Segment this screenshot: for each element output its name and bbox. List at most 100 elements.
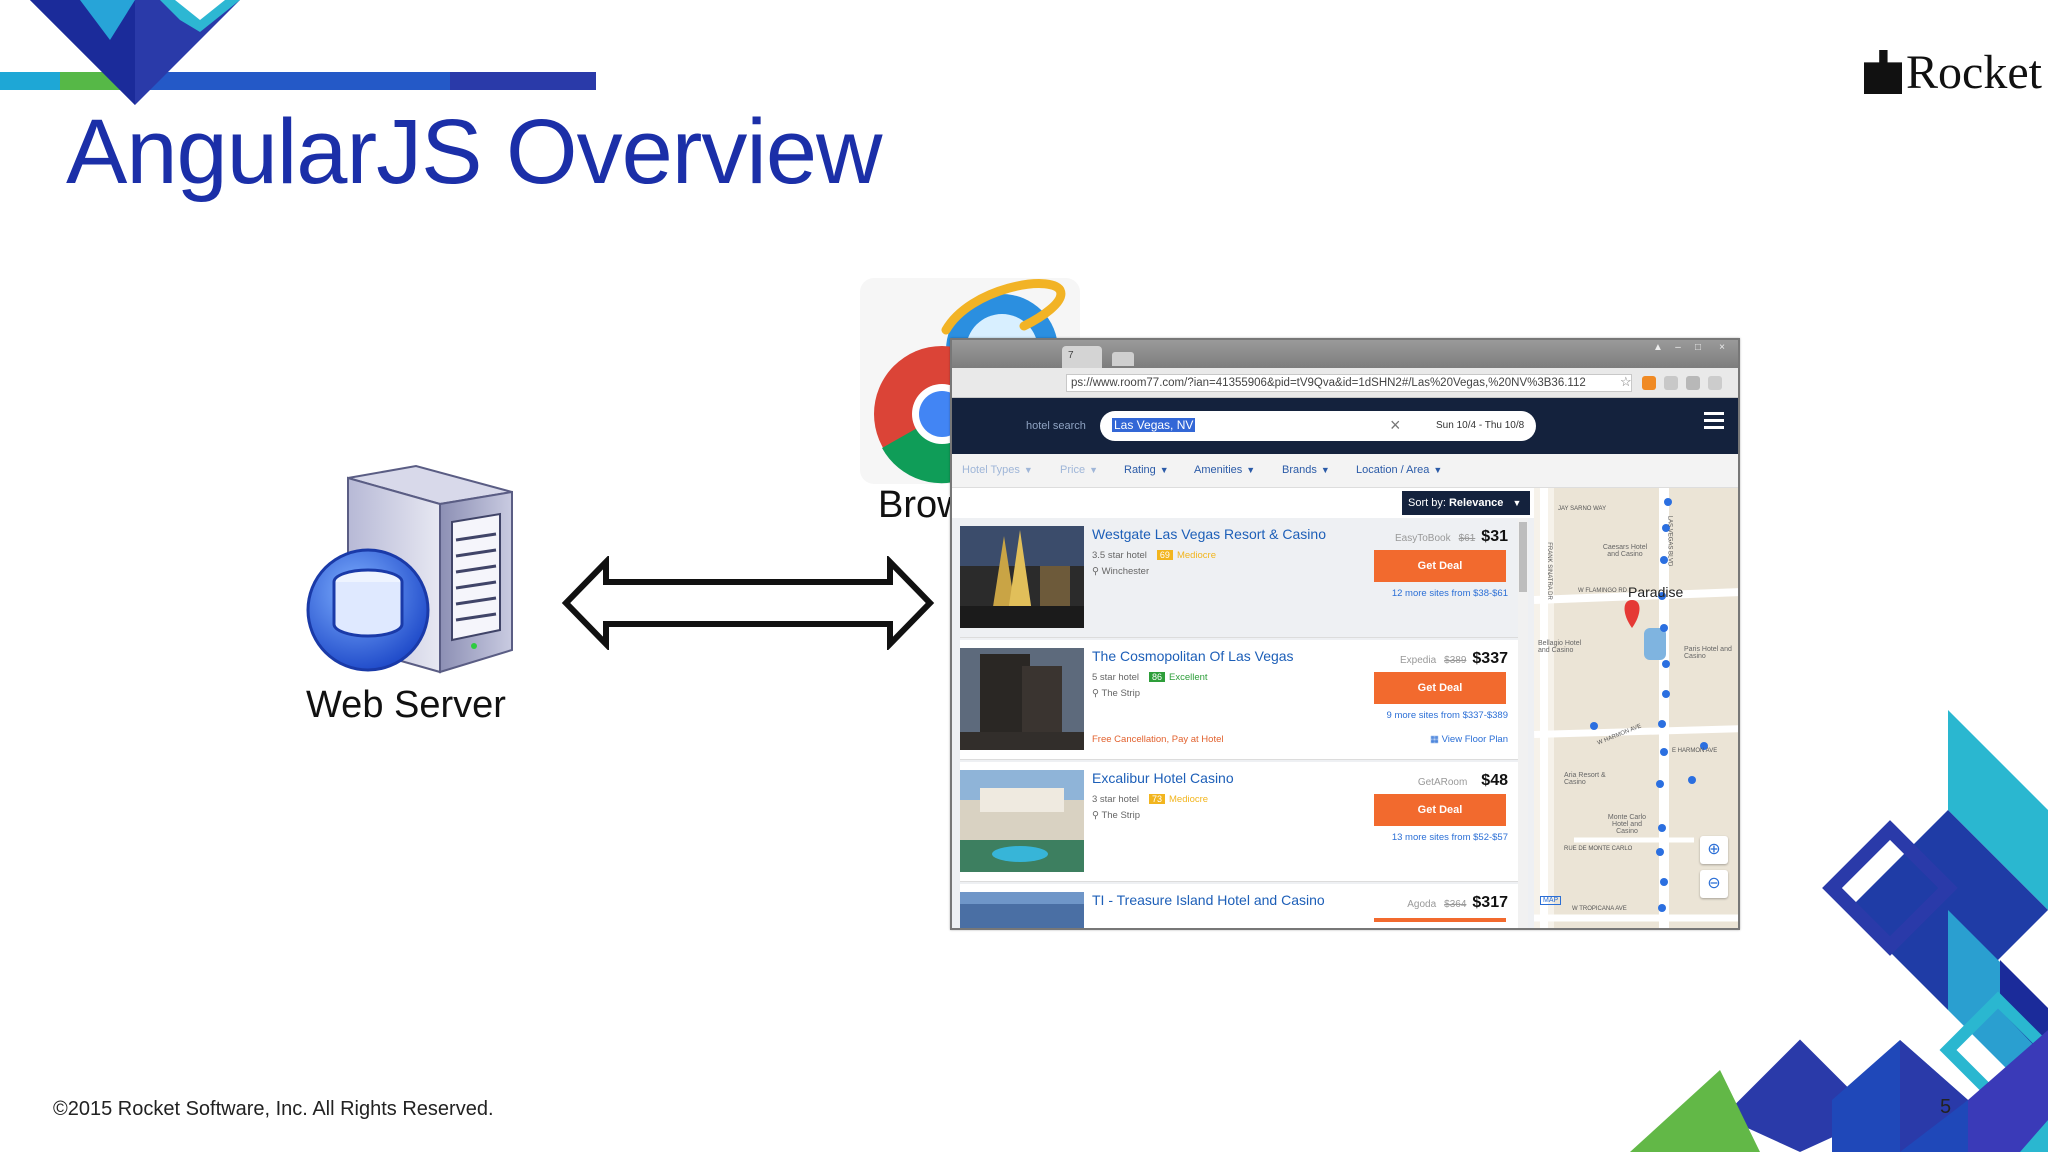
hotel-row[interactable]: TI - Treasure Island Hotel and Casino Ag…: [960, 884, 1518, 928]
bookmark-star-icon[interactable]: ☆: [1620, 374, 1632, 389]
zoom-out-button[interactable]: ⊖: [1700, 870, 1728, 898]
map-type-button[interactable]: MAP: [1540, 896, 1562, 905]
hotel-photo: [960, 648, 1084, 750]
search-box[interactable]: Las Vegas, NV × Sun 10/4 - Thu 10/8: [1100, 411, 1536, 441]
double-arrow-icon: [561, 556, 935, 650]
zoom-in-button[interactable]: ⊕: [1700, 836, 1728, 864]
map-label: Paris Hotel and Casino: [1684, 646, 1732, 660]
new-tab-button[interactable]: [1112, 352, 1134, 366]
map-label: E HARMON AVE: [1672, 748, 1718, 754]
menu-icon[interactable]: [1708, 376, 1722, 390]
floor-plan-icon: ▦: [1430, 734, 1442, 745]
hotel-photo: [960, 892, 1084, 928]
browser-tabstrip: 7 ▲ – □ ×: [952, 340, 1738, 368]
get-deal-button[interactable]: Get Deal: [1374, 672, 1506, 704]
hotel-location: ⚲ Winchester: [1092, 566, 1150, 577]
filter-bar: Hotel Types▼ Price▼ Rating▼ Amenities▼ B…: [952, 454, 1738, 488]
map-label: W TROPICANA AVE: [1572, 906, 1627, 912]
more-sites-link[interactable]: 12 more sites from $38-$61: [1391, 588, 1508, 599]
search-dates[interactable]: Sun 10/4 - Thu 10/8: [1436, 420, 1525, 431]
more-sites-link[interactable]: 13 more sites from $52-$57: [1391, 832, 1508, 843]
filter-amenities[interactable]: Amenities▼: [1194, 464, 1256, 476]
hotel-name[interactable]: The Cosmopolitan Of Las Vegas: [1092, 648, 1294, 664]
rating-badge: 69: [1156, 550, 1173, 560]
chevron-down-icon: ▼: [1320, 465, 1330, 475]
list-scrollbar[interactable]: [1518, 518, 1528, 928]
scroll-thumb[interactable]: [1519, 522, 1527, 592]
hotel-row[interactable]: Westgate Las Vegas Resort & Casino 3.5 s…: [960, 518, 1518, 638]
rating-label: Mediocre: [1169, 794, 1209, 805]
rating-badge: 86: [1149, 672, 1166, 682]
hotel-name[interactable]: Westgate Las Vegas Resort & Casino: [1092, 526, 1326, 542]
chevron-down-icon: ▼: [1089, 465, 1098, 475]
rocket-logo-icon: [1864, 50, 1902, 94]
extension-icon[interactable]: [1664, 376, 1678, 390]
rating-badge: 73: [1149, 794, 1166, 804]
get-deal-button[interactable]: Get Deal: [1374, 794, 1506, 826]
window-close-button[interactable]: ×: [1719, 342, 1725, 353]
get-deal-button[interactable]: [1374, 918, 1506, 922]
filter-location[interactable]: Location / Area▼: [1356, 464, 1443, 476]
map-label: JAY SARNO WAY: [1558, 506, 1607, 512]
map-label: LAS VEGAS BLVD: [1666, 515, 1673, 567]
filter-price[interactable]: Price▼: [1060, 464, 1098, 476]
pin-icon: ⚲: [1092, 688, 1102, 699]
chevron-down-icon: ▼: [1246, 465, 1256, 475]
hotel-price: Expedia$389$337: [1400, 650, 1508, 667]
map-label: FRANK SINATRA DR: [1545, 542, 1552, 600]
search-input[interactable]: Las Vegas, NV: [1112, 418, 1196, 432]
address-bar: ps://www.room77.com/?ian=41355906&pid=tV…: [952, 368, 1738, 398]
more-sites-link[interactable]: 9 more sites from $337-$389: [1386, 710, 1508, 721]
hotel-price: GetARoom$48: [1417, 772, 1508, 789]
window-user-icon[interactable]: ▲: [1653, 342, 1663, 353]
zoom-in-icon: ⊕: [1707, 841, 1721, 858]
bottom-right-decoration: [1630, 710, 2048, 1152]
hotel-photo: [960, 770, 1084, 872]
hotel-location: ⚲ The Strip: [1092, 688, 1140, 699]
filter-rating[interactable]: Rating▼: [1124, 464, 1169, 476]
sort-dropdown[interactable]: Sort by: Relevance ▼: [1402, 491, 1530, 515]
rocket-logo-text: Rocket: [1906, 45, 2042, 99]
hotel-row[interactable]: The Cosmopolitan Of Las Vegas 5 star hot…: [960, 640, 1518, 760]
map-label: W FLAMINGO RD: [1578, 588, 1627, 594]
map-label: Aria Resort & Casino: [1564, 772, 1606, 786]
url-field[interactable]: ps://www.room77.com/?ian=41355906&pid=tV…: [1066, 374, 1632, 392]
hotel-name[interactable]: TI - Treasure Island Hotel and Casino: [1092, 892, 1325, 908]
map-label: Monte Carlo Hotel and Casino: [1607, 814, 1647, 835]
map-panel[interactable]: Paradise JAY SARNO WAY Caesars Hotel and…: [1534, 488, 1738, 928]
rating-label: Excellent: [1169, 672, 1208, 683]
site-header: hotel search Las Vegas, NV × Sun 10/4 - …: [952, 398, 1738, 454]
rating-label: Mediocre: [1176, 550, 1217, 561]
rocket-logo: Rocket: [1864, 44, 2042, 100]
filter-brands[interactable]: Brands▼: [1282, 464, 1330, 476]
site-label: hotel search: [1026, 420, 1086, 432]
get-deal-button[interactable]: Get Deal: [1374, 550, 1506, 582]
hotel-photo: [960, 526, 1084, 628]
pin-icon: ⚲: [1092, 810, 1102, 821]
pin-icon: ⚲: [1092, 566, 1102, 577]
rss-extension-icon[interactable]: [1642, 376, 1656, 390]
chevron-down-icon: ▼: [1433, 465, 1443, 475]
web-server-icon: [306, 464, 513, 674]
hotel-price: EasyToBook$61$31: [1395, 528, 1508, 545]
sort-bar: Sort by: Relevance ▼: [952, 488, 1534, 518]
filter-hotel-types[interactable]: Hotel Types▼: [962, 464, 1033, 476]
hamburger-menu-icon[interactable]: [1704, 412, 1724, 430]
chevron-down-icon: ▼: [1023, 465, 1033, 475]
browser-tab[interactable]: 7: [1062, 346, 1102, 368]
page-number: 5: [1940, 1096, 1952, 1118]
view-floor-plan-link[interactable]: ▦ View Floor Plan: [1430, 734, 1508, 745]
extension-icon-2[interactable]: [1686, 376, 1700, 390]
window-maximize-button[interactable]: □: [1694, 342, 1702, 353]
browser-window: 7 ▲ – □ × ps://www.room77.com/?ian=41355…: [950, 338, 1740, 930]
window-minimize-button[interactable]: –: [1675, 342, 1681, 353]
hotel-name[interactable]: Excalibur Hotel Casino: [1092, 770, 1234, 786]
map-label-paradise: Paradise: [1628, 584, 1684, 600]
chevron-down-icon: ▼: [1512, 498, 1522, 508]
clear-icon[interactable]: ×: [1390, 415, 1401, 435]
free-cancellation-note: Free Cancellation, Pay at Hotel: [1092, 734, 1224, 745]
